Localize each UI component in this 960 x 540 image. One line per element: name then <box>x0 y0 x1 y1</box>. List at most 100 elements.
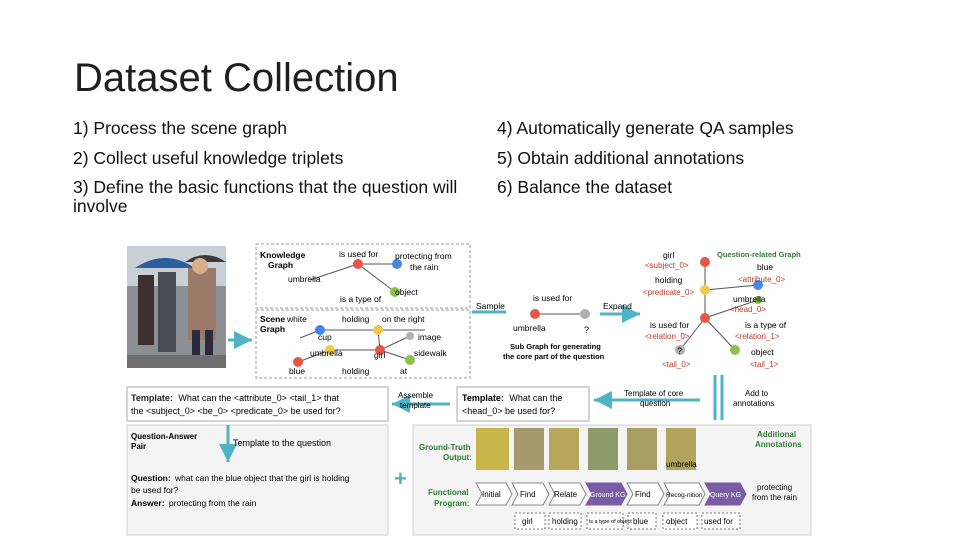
sg-holding2: holding <box>342 366 370 376</box>
arg-girl: girl <box>522 517 533 526</box>
tpl-line1: Template: What can the <attribute_0> <ta… <box>131 393 339 403</box>
sg-blue: blue <box>289 366 305 376</box>
kg-protect: protecting from <box>395 251 452 261</box>
tpl-to-question: Template to the question <box>233 438 331 448</box>
arg-type-of: is a type of object <box>589 519 632 525</box>
qg-girl: girl <box>663 250 674 260</box>
gt-label2: Output: <box>443 453 472 462</box>
question-line2: be used for? <box>131 485 179 495</box>
question-line1: Question: what can the blue object that … <box>131 473 350 483</box>
thumb-4 <box>588 428 618 470</box>
qg-type-of: is a type of <box>745 320 787 330</box>
sg-holding: holding <box>342 314 370 324</box>
thumb-5 <box>627 428 657 470</box>
knowledge-graph-panel: Knowledge Graph is used for protecting f… <box>255 243 471 309</box>
kg-type-of: is a type of <box>340 294 382 304</box>
step-3: 3) Define the basic functions that the q… <box>73 177 458 197</box>
kg-object: object <box>395 287 418 297</box>
arg-object: object <box>666 517 688 526</box>
core-template-box: Template: What can the <head_0> be used … <box>456 386 590 422</box>
kg-title2: Graph <box>268 260 293 270</box>
qg-attr: <attribute_0> <box>738 275 785 284</box>
qg-blue: blue <box>757 262 773 272</box>
core-cap1: Template of core <box>624 389 684 398</box>
step-2: 2) Collect useful knowledge triplets <box>73 148 344 168</box>
kg-rain: the rain <box>410 262 439 272</box>
sub-umbrella: umbrella <box>513 323 546 333</box>
qg-used-for: is used for <box>650 320 689 330</box>
sg-girl: girl <box>374 350 385 360</box>
qg-rel: <relation_0> <box>645 332 690 341</box>
step-3-cont: involve <box>73 196 128 216</box>
qg-object: object <box>751 347 774 357</box>
addl-label1: Additional <box>757 430 796 439</box>
core-tpl-line1: Template: What can the <box>462 393 562 403</box>
plus-sign: + <box>394 466 407 491</box>
sg-umbrella: umbrella <box>310 348 343 358</box>
sub-caption1: Sub Graph for generating <box>510 342 601 351</box>
qg-tail1: <tail_1> <box>750 360 779 369</box>
sg-white: white <box>286 314 307 324</box>
sg-at: at <box>400 366 408 376</box>
thumb-6 <box>666 428 696 470</box>
thumb-1 <box>476 428 509 470</box>
qg-rel1: <relation_1> <box>735 332 780 341</box>
annotations-panel: Ground-Truth Output: Additional Annotati… <box>412 424 812 536</box>
street-photo <box>127 246 226 368</box>
sub-graph: is used for umbrella ? Sub Graph for gen… <box>503 293 605 361</box>
answer-line: Answer: protecting from the rain <box>131 498 257 508</box>
arg-blue: blue <box>633 517 649 526</box>
op-query-kg: Query KG <box>710 492 741 499</box>
template-box: Template: What can the <attribute_0> <ta… <box>126 386 389 422</box>
tpl-line2: the <subject_0> <be_0> <predicate_0> be … <box>131 406 341 416</box>
sample-label: Sample <box>476 301 505 311</box>
arg-holding: holding <box>552 517 578 526</box>
thumb-2 <box>514 428 544 470</box>
protect-output1: protecting <box>757 483 792 492</box>
sg-sidewalk: sidewalk <box>414 348 447 358</box>
qg-holding: holding <box>655 275 683 285</box>
thumb-3 <box>549 428 579 470</box>
step-4: 4) Automatically generate QA samples <box>497 118 794 138</box>
fp-label2: Program: <box>434 499 470 508</box>
question-related-graph: Question-related Graph girl <subject_0> … <box>643 250 801 369</box>
assemble-label1: Assemble <box>398 391 434 400</box>
add-label2: annotations <box>733 399 774 408</box>
qg-subject: <subject_0> <box>645 261 689 270</box>
kg-umbrella: umbrella <box>288 274 321 284</box>
op-find-2: Find <box>635 490 651 499</box>
sg-cup: cup <box>318 332 332 342</box>
slide-title: Dataset Collection <box>74 56 399 100</box>
add-label1: Add to <box>745 389 769 398</box>
qa-title1: Question-Answer <box>131 432 197 441</box>
expand-label: Expand <box>603 301 632 311</box>
op-find: Find <box>520 490 536 499</box>
program-chain: Initial Find Relate Ground KG Find Recog… <box>475 482 747 506</box>
sg-onright: on the right <box>382 314 425 324</box>
core-tpl-line2: <head_0> be used for? <box>462 406 555 416</box>
sub-q: ? <box>584 325 589 335</box>
kg-used-for: is used for <box>339 249 378 259</box>
op-initial: Initial <box>482 490 501 499</box>
umbrella-output: umbrella <box>666 460 697 469</box>
sg-title2: Graph <box>260 324 285 334</box>
op-relate: Relate <box>554 490 578 499</box>
qg-head: <head_0> <box>730 305 766 314</box>
assemble-label2: template <box>400 401 431 410</box>
qa-title2: Pair <box>131 442 146 451</box>
kg-title: Knowledge <box>260 250 306 260</box>
op-ground-kg: Ground KG <box>590 492 625 499</box>
step-6: 6) Balance the dataset <box>497 177 673 197</box>
step-5: 5) Obtain additional annotations <box>497 148 745 168</box>
program-args: girl holding is a type of object blue ob… <box>514 512 741 530</box>
sub-used-for: is used for <box>533 293 572 303</box>
sg-title: Scene <box>260 314 285 324</box>
qg-pred: <predicate_0> <box>643 288 694 297</box>
fp-label1: Functional <box>428 488 468 497</box>
gt-label1: Ground-Truth <box>419 443 471 452</box>
sg-image: image <box>418 332 441 342</box>
protect-output2: from the rain <box>752 493 797 502</box>
step-1: 1) Process the scene graph <box>73 118 288 138</box>
qg-q: ? <box>677 346 682 356</box>
